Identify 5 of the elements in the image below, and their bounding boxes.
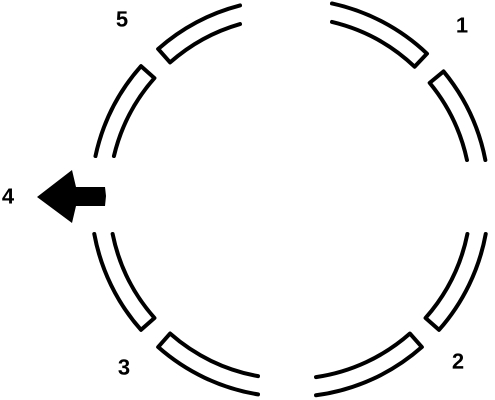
- callout-number: 1: [457, 17, 468, 33]
- callout-number: 3: [118, 359, 130, 375]
- callout-number: 2: [452, 353, 464, 369]
- callout-number: 4: [2, 188, 14, 204]
- callout-number: 5: [116, 11, 128, 27]
